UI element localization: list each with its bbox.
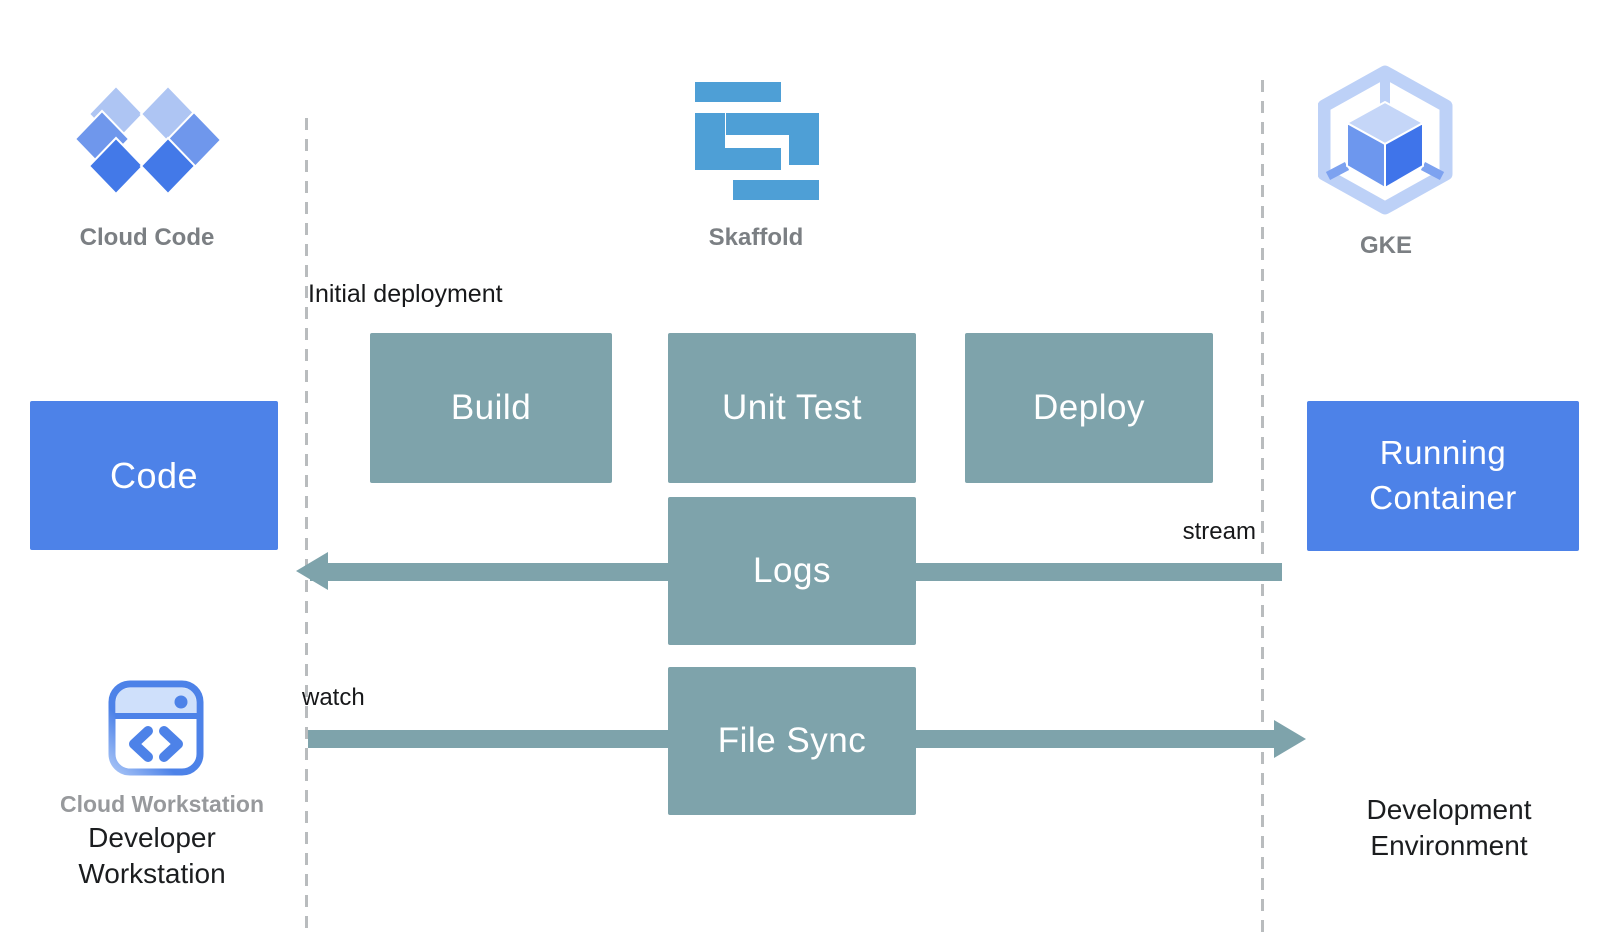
node-running-container: Running Container <box>1307 401 1579 551</box>
skaffold-label: Skaffold <box>708 224 804 251</box>
gke-label: GKE <box>1359 232 1412 259</box>
skaffold-icon <box>695 82 819 200</box>
cloud-code-icon <box>73 85 223 196</box>
cloud-code-label: Cloud Code <box>79 224 215 251</box>
watch-label: watch <box>302 684 365 711</box>
node-logs: Logs <box>668 497 916 645</box>
cloud-workstation-icon <box>108 680 204 776</box>
initial-deployment-label: Initial deployment <box>308 280 503 308</box>
gke-icon <box>1318 65 1453 215</box>
node-unit-test: Unit Test <box>668 333 916 483</box>
cloud-workstation-label: Cloud Workstation <box>59 791 264 817</box>
node-code: Code <box>30 401 278 550</box>
node-file-sync: File Sync <box>668 667 916 815</box>
left-dashed-divider <box>305 118 308 935</box>
node-build: Build <box>370 333 612 483</box>
development-environment-label: Development Environment <box>1366 794 1532 862</box>
node-deploy: Deploy <box>965 333 1213 483</box>
stream-label: stream <box>1182 518 1256 545</box>
left-arrowhead-icon <box>296 552 328 590</box>
right-arrowhead-icon <box>1274 720 1306 758</box>
right-dashed-divider <box>1261 80 1264 935</box>
developer-workstation-label: Developer Workstation <box>78 822 226 890</box>
